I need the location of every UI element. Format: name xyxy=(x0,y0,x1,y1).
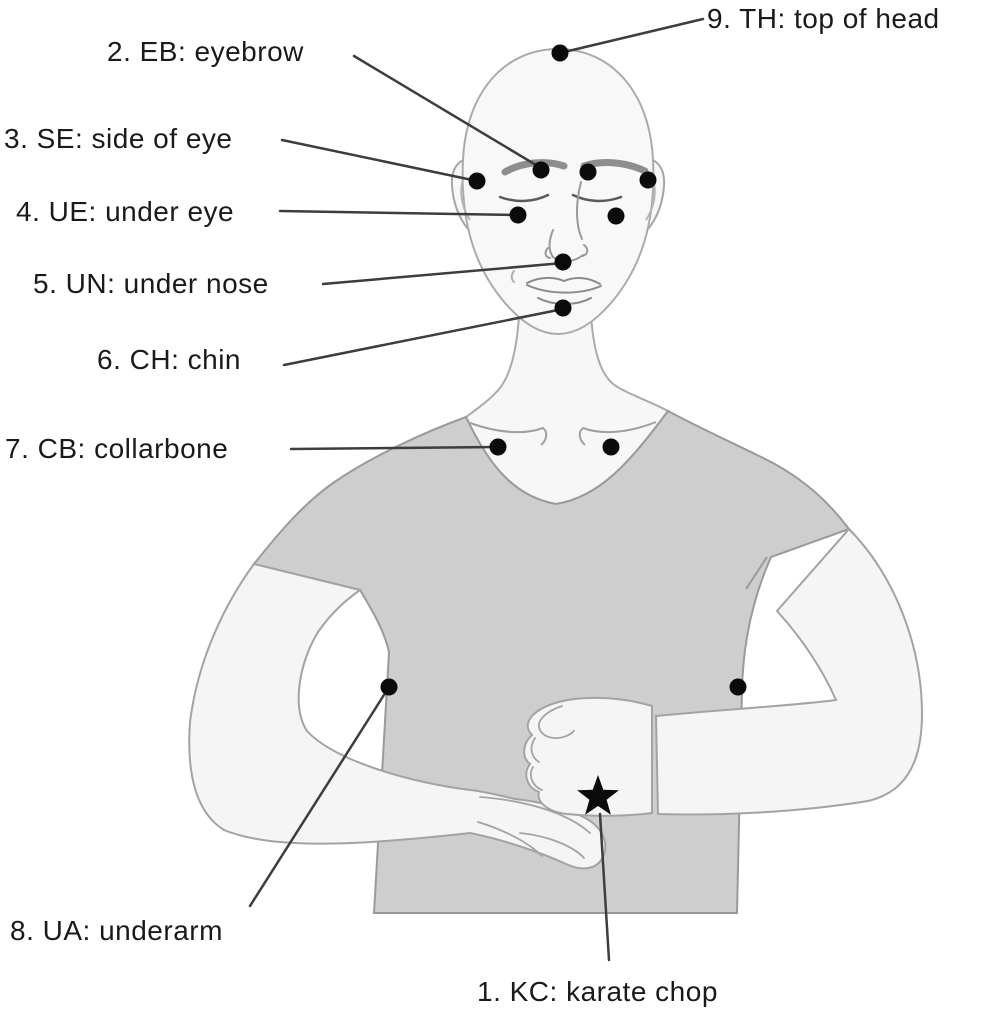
label-eyebrow: 2. EB: eyebrow xyxy=(107,36,304,67)
leader-line-underarm xyxy=(248,685,391,908)
head xyxy=(461,47,655,336)
tapping-point-markers xyxy=(380,44,747,815)
leader-line-top-of-head xyxy=(558,17,705,55)
label-collarbone: 7. CB: collarbone xyxy=(5,433,229,464)
right-sleeve-seam xyxy=(745,556,768,590)
left-hand-finger-lines xyxy=(477,796,591,859)
label-underarm: 8. UA: underarm xyxy=(10,915,223,946)
cheek-accent xyxy=(510,270,515,283)
leader-line-under-nose xyxy=(321,261,565,286)
label-chin: 6. CH: chin xyxy=(97,344,241,375)
tapping-point-underarm-left xyxy=(380,678,398,696)
right-arm xyxy=(654,527,924,816)
fist-detail-lines xyxy=(529,705,575,791)
leader-line-under-eye xyxy=(278,209,520,217)
tapping-point-eyebrow-left xyxy=(532,161,550,179)
tapping-point-collarbone-right xyxy=(602,438,620,456)
leader-line-chin xyxy=(282,307,565,367)
label-top-of-head: 9. TH: top of head xyxy=(707,3,940,34)
label-under-nose: 5. UN: under nose xyxy=(33,268,269,299)
leader-line-eyebrow xyxy=(352,54,543,170)
left-collarbone-line xyxy=(469,422,548,446)
label-karate-chop: 1. KC: karate chop xyxy=(477,976,718,1007)
tapping-point-collarbone-left xyxy=(489,438,507,456)
tapping-point-karate-chop-star xyxy=(577,775,619,815)
upper-lip xyxy=(526,276,601,285)
mouth-line xyxy=(526,284,602,294)
tapping-point-top-of-head xyxy=(551,44,569,62)
label-under-eye: 4. UE: under eye xyxy=(16,196,235,227)
left-ear-inner-line xyxy=(460,179,471,221)
tapping-point-side-of-eye-left xyxy=(468,172,486,190)
tapping-point-underarm-right xyxy=(729,678,747,696)
right-nostril xyxy=(582,244,589,257)
leader-line-karate-chop xyxy=(598,812,611,962)
leader-line-side-of-eye xyxy=(280,138,479,183)
tapping-point-under-nose xyxy=(554,253,572,271)
right-collarbone-line xyxy=(578,421,657,446)
tapping-point-side-of-eye-right xyxy=(639,171,657,189)
tapping-point-under-eye-left xyxy=(509,206,527,224)
left-arm-open-hand xyxy=(188,562,607,870)
tapping-point-eyebrow-right xyxy=(579,163,597,181)
tapping-point-chin xyxy=(554,299,572,317)
tapping-point-under-eye-right xyxy=(607,207,625,225)
right-fist xyxy=(523,696,653,817)
left-closed-eye xyxy=(498,193,550,203)
nose-bridge xyxy=(576,181,583,240)
leader-line-collarbone xyxy=(289,445,500,451)
left-nostril xyxy=(544,247,551,259)
body-figure xyxy=(188,47,924,914)
label-side-of-eye: 3. SE: side of eye xyxy=(4,123,233,154)
leader-lines xyxy=(248,17,705,962)
right-closed-eye xyxy=(571,193,623,203)
nose-left-edge xyxy=(548,229,554,258)
